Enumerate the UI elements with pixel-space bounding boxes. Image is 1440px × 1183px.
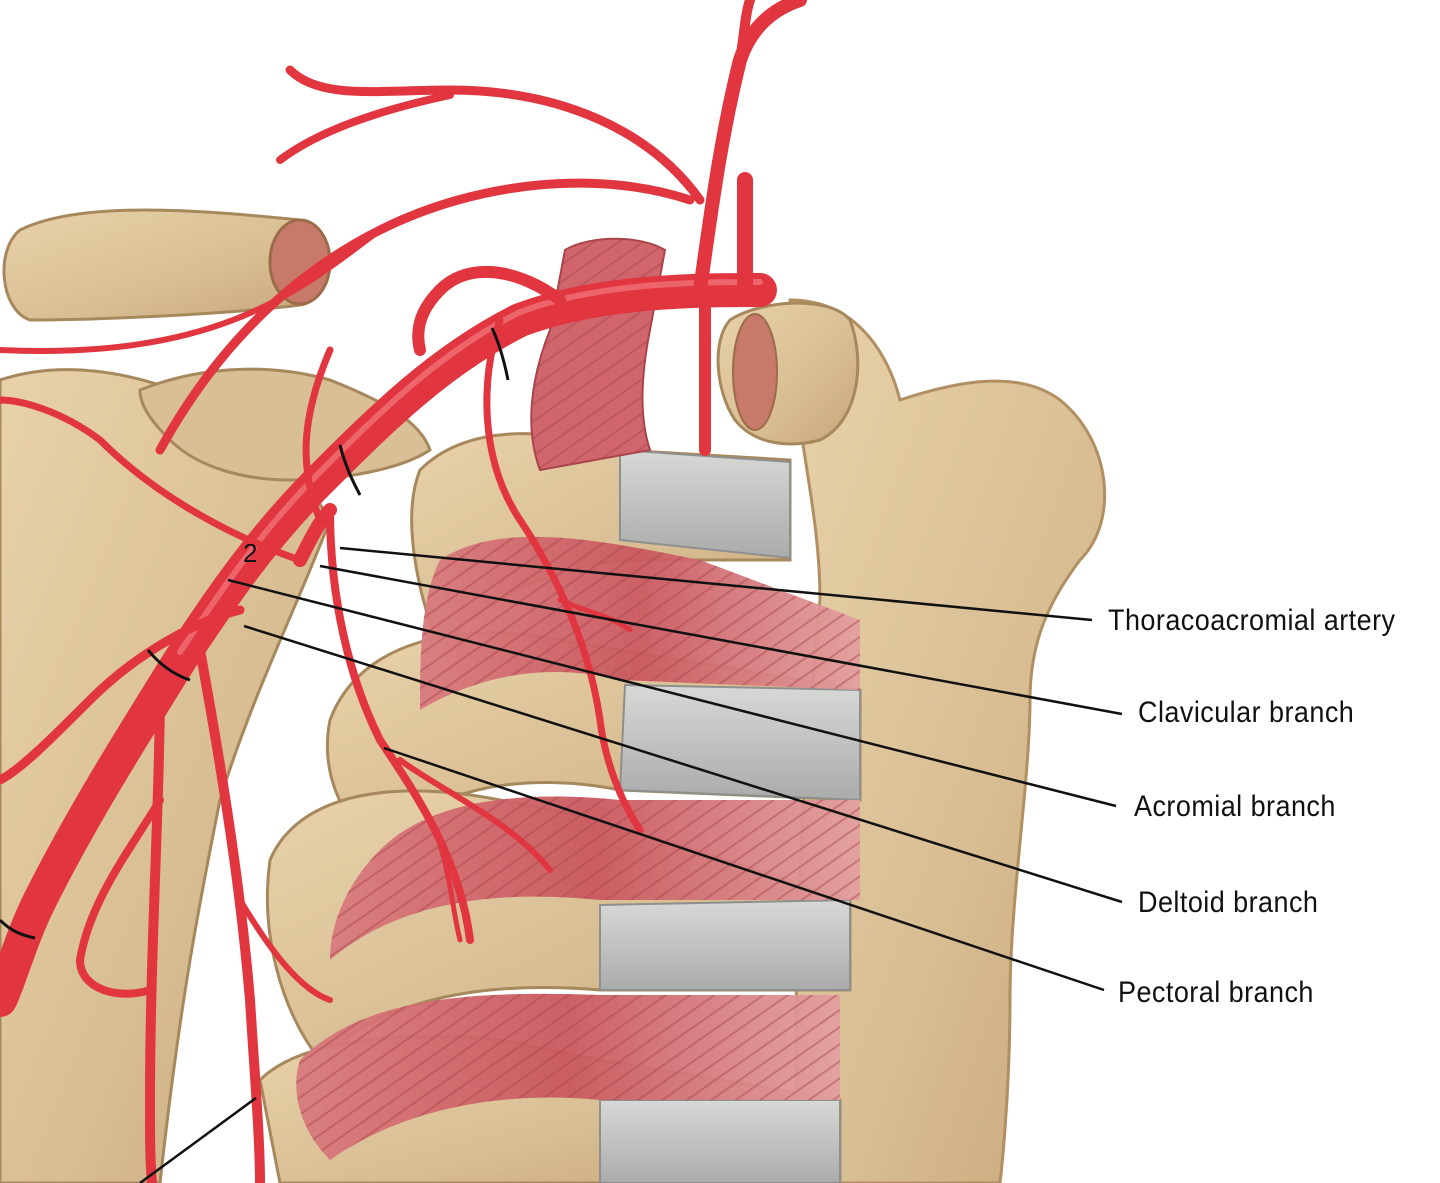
intercostal-muscle-3-fibers [296,993,840,1160]
intercostal-muscle-1-fibers [420,536,860,710]
costal-cartilage-1 [619,448,791,560]
leader-lines [139,546,1123,1183]
clavicle-medial-cut [732,313,778,431]
transverse-cervical-artery-b [276,91,454,164]
costal-cartilage-4 [599,1099,841,1183]
superior-thoracic-artery [483,316,644,834]
pectoral-branch-sub1 [397,757,553,873]
leader-acromial [227,578,1117,808]
superior-thoracic-sub [557,597,633,633]
division-mark-4 [0,918,36,940]
lateral-thoracic-artery [195,645,265,1183]
leader-deltoid [243,624,1123,904]
division-mark-3 [146,649,191,682]
deltoid-branch-vessel [0,605,245,785]
clavicular-branch-vessel [302,346,334,524]
division-mark-2 [338,444,362,496]
label-deltoid-branch: Deltoid branch [1138,886,1319,919]
label-pectoral-branch: Pectoral branch [1118,976,1314,1009]
subscapular-artery [145,675,165,1183]
leader-thoracoacromial [339,546,1093,622]
label-thoracoacromial-artery: Thoracoacromial artery [1108,604,1396,637]
leader-pectoral [383,746,1105,992]
label-clavicular-branch: Clavicular branch [1138,696,1355,729]
axillary-artery-highlight [177,279,763,655]
leader-lower-left [139,1096,257,1183]
carotid-branch-2 [735,0,755,65]
scalene-muscle-fibers [531,238,665,470]
artery-division-marks [0,327,510,940]
costal-cartilage-3 [599,898,851,991]
carotid-branch [693,0,807,297]
arteries [0,0,807,1183]
pectoral-branch-vessel [326,506,474,944]
transverse-cervical-artery [285,65,705,205]
axillary-part-number: 2 [243,538,258,568]
label-acromial-branch: Acromial branch [1134,790,1336,823]
lateral-thoracic-sub [237,897,333,1003]
leader-clavicular [319,564,1123,716]
suprascapular-artery-b [0,227,383,354]
dorsal-scapular-loop [412,265,566,356]
pectoral-branch-sub2 [417,797,463,943]
axillary-artery [0,273,777,1017]
acromial-branch-vessel [0,396,304,564]
intercostal-muscle-2-fibers [330,796,860,960]
division-mark-1 [490,327,510,381]
circumflex-scapular-artery [76,796,164,998]
